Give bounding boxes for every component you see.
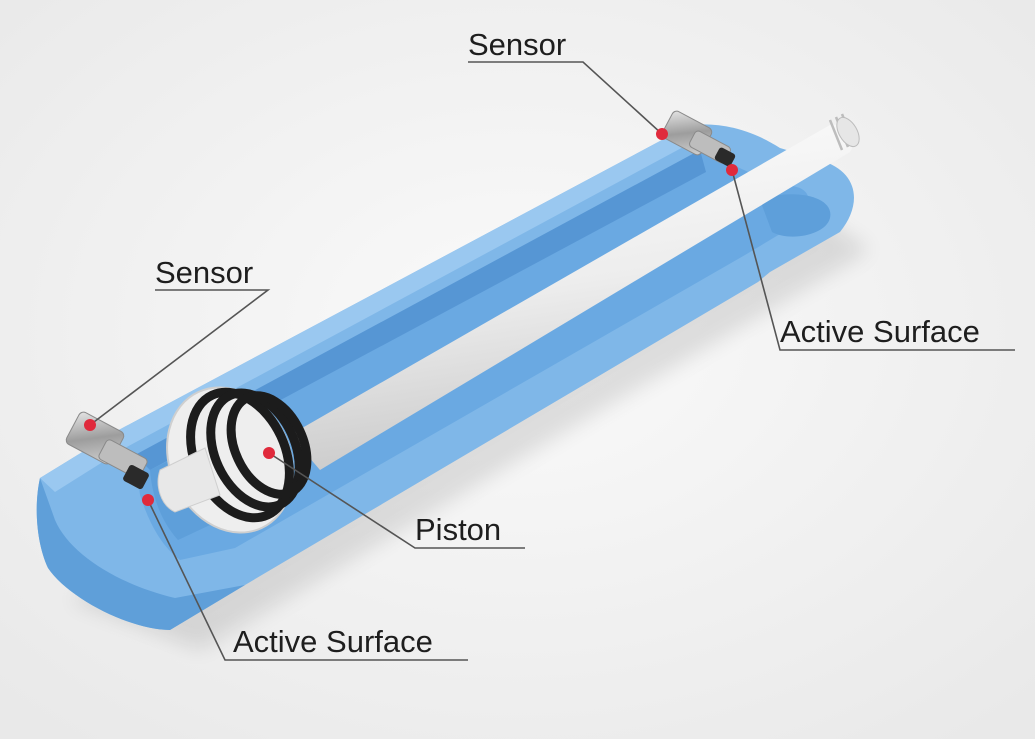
left-sensor <box>65 411 149 490</box>
red-markers <box>84 128 738 506</box>
channel-inner-wall <box>135 150 706 470</box>
label-active-surface-right: Active Surface <box>780 314 980 349</box>
marker-sensor-top <box>656 128 668 140</box>
marker-active-surface-right <box>726 164 738 176</box>
leader-lines <box>89 61 1015 661</box>
marker-sensor-left <box>84 419 96 431</box>
label-active-surface-bottom: Active Surface <box>233 624 433 659</box>
piston-rod <box>290 124 853 471</box>
label-sensor-left: Sensor <box>155 255 254 290</box>
marker-piston <box>263 447 275 459</box>
rod-end <box>836 116 860 148</box>
marker-active-surface-bottom <box>142 494 154 506</box>
right-end-cup <box>760 194 831 237</box>
body-front-face <box>36 478 245 630</box>
piston-nose <box>157 447 221 513</box>
label-piston: Piston <box>415 512 502 547</box>
right-sensor <box>661 110 736 167</box>
label-sensor-top: Sensor <box>468 27 567 62</box>
